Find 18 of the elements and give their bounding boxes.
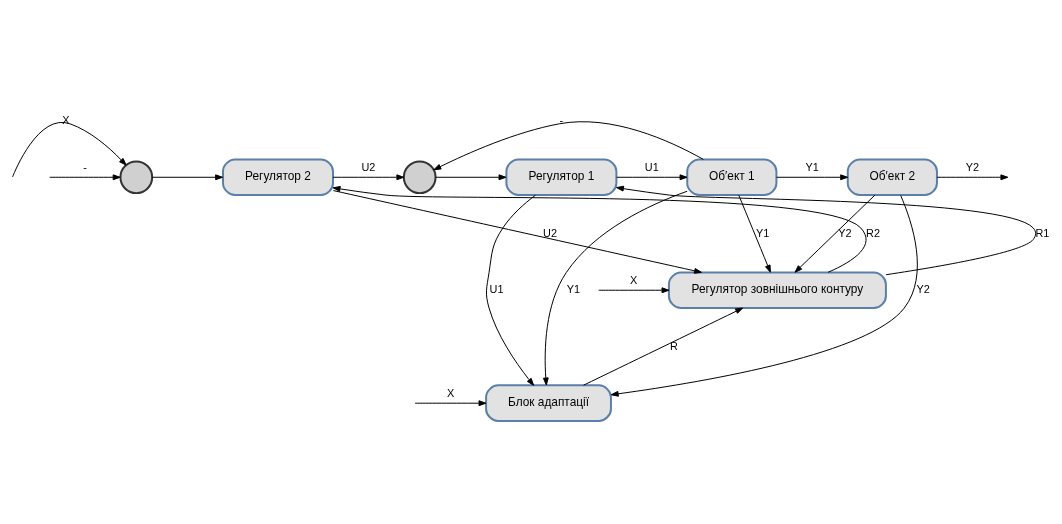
edge-label: X <box>630 274 638 287</box>
edge-label: R1 <box>1035 226 1050 239</box>
edge-label: U1 <box>644 161 659 174</box>
edge-label: U1 <box>489 283 504 296</box>
edge-label: U2 <box>543 226 557 239</box>
edge-label: - <box>559 113 564 126</box>
edge-label: Y2 <box>916 283 930 296</box>
edge-label: Y1 <box>566 283 580 296</box>
edge-label: Y2 <box>965 161 980 174</box>
edge-label: X <box>62 113 70 126</box>
edge-label: - <box>83 161 87 174</box>
edge-label: Y1 <box>805 161 819 174</box>
edge-label: R <box>669 339 678 352</box>
edge-label: X <box>446 387 455 400</box>
edge-label: R2 <box>866 226 880 239</box>
edge-label: U2 <box>361 161 376 174</box>
edge-label: Y1 <box>755 226 770 239</box>
edge-label: Y2 <box>838 226 852 239</box>
